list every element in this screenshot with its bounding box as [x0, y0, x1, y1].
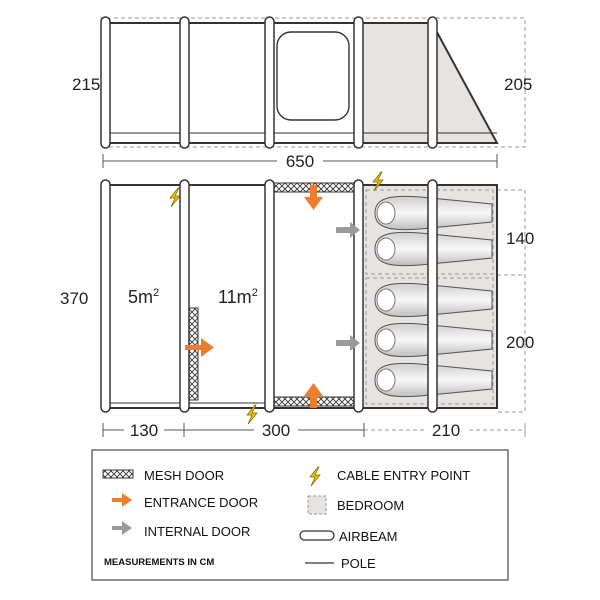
legend-measurements-note: MEASUREMENTS IN CM: [104, 557, 214, 568]
internal-door-arrow: [336, 335, 360, 351]
airbeam-icon: [100, 16, 111, 149]
floor-plan: 5m2 11m2 370 140 200: [60, 171, 534, 425]
internal-arrows: [336, 222, 360, 351]
area-middle-label: 11m2: [218, 287, 258, 307]
side-view-window: [276, 31, 350, 121]
bedroom-bottom-label: 200: [506, 333, 534, 352]
legend: MESH DOOR ENTRANCE DOOR INTERNAL DOOR ME…: [91, 449, 509, 581]
cable-entry-icon: [169, 187, 181, 208]
side-view-right-height-label: 205: [504, 75, 532, 94]
side-view-dimension-frame: [100, 17, 526, 148]
entrance-arrow-icon: [112, 493, 132, 507]
floor-plan-airbeams: [100, 179, 438, 413]
bedroom-square-icon: [307, 495, 327, 515]
mesh-door-icon: [102, 469, 134, 479]
legend-cable-entry-label: CABLE ENTRY POINT: [337, 468, 470, 483]
legend-box: [91, 449, 509, 581]
floor-height-label: 370: [60, 289, 88, 308]
width-middle-label: 300: [262, 421, 290, 440]
overall-width-label: 650: [286, 152, 314, 171]
area-left-label: 5m2: [128, 287, 159, 307]
airbeam-icon: [100, 179, 111, 413]
side-view-height-label: 215: [72, 75, 100, 94]
bedroom-top-label: 140: [506, 229, 534, 248]
bottom-width-dimensions: 130 300 210: [102, 420, 526, 440]
entrance-door-arrow: [304, 185, 323, 210]
airbeam-icon: [299, 530, 335, 541]
side-view: 215 205: [72, 16, 532, 149]
legend-internal-door-label: INTERNAL DOOR: [144, 524, 250, 539]
airbeam-icon: [179, 16, 190, 149]
entrance-door-arrow: [185, 338, 214, 357]
entrance-arrows: [185, 185, 323, 408]
airbeam-icon: [427, 16, 438, 149]
width-left-label: 130: [130, 421, 158, 440]
airbeam-icon: [264, 16, 275, 149]
cable-entry-icon: [372, 171, 384, 192]
airbeam-icon: [179, 179, 190, 413]
overall-width-dimension: 650: [102, 151, 498, 171]
internal-arrow-icon: [112, 521, 132, 535]
width-right-label: 210: [432, 421, 460, 440]
cable-entry-icon: [309, 466, 321, 487]
legend-entrance-door-label: ENTRANCE DOOR: [144, 495, 258, 510]
side-view-airbeams: [100, 16, 438, 149]
airbeam-icon: [353, 179, 364, 413]
bedroom-dimension-frame: [497, 189, 526, 413]
legend-mesh-door-label: MESH DOOR: [144, 468, 224, 483]
legend-bedroom-label: BEDROOM: [337, 498, 404, 513]
cable-entry-points: [169, 171, 384, 425]
internal-door-arrow: [336, 222, 360, 238]
entrance-door-arrow: [304, 383, 323, 408]
cable-entry-icon: [246, 404, 258, 425]
legend-pole-label: POLE: [341, 556, 376, 571]
airbeam-icon: [353, 16, 364, 149]
legend-airbeam-label: AIRBEAM: [339, 529, 398, 544]
airbeam-icon: [427, 179, 438, 413]
airbeam-icon: [264, 179, 275, 413]
